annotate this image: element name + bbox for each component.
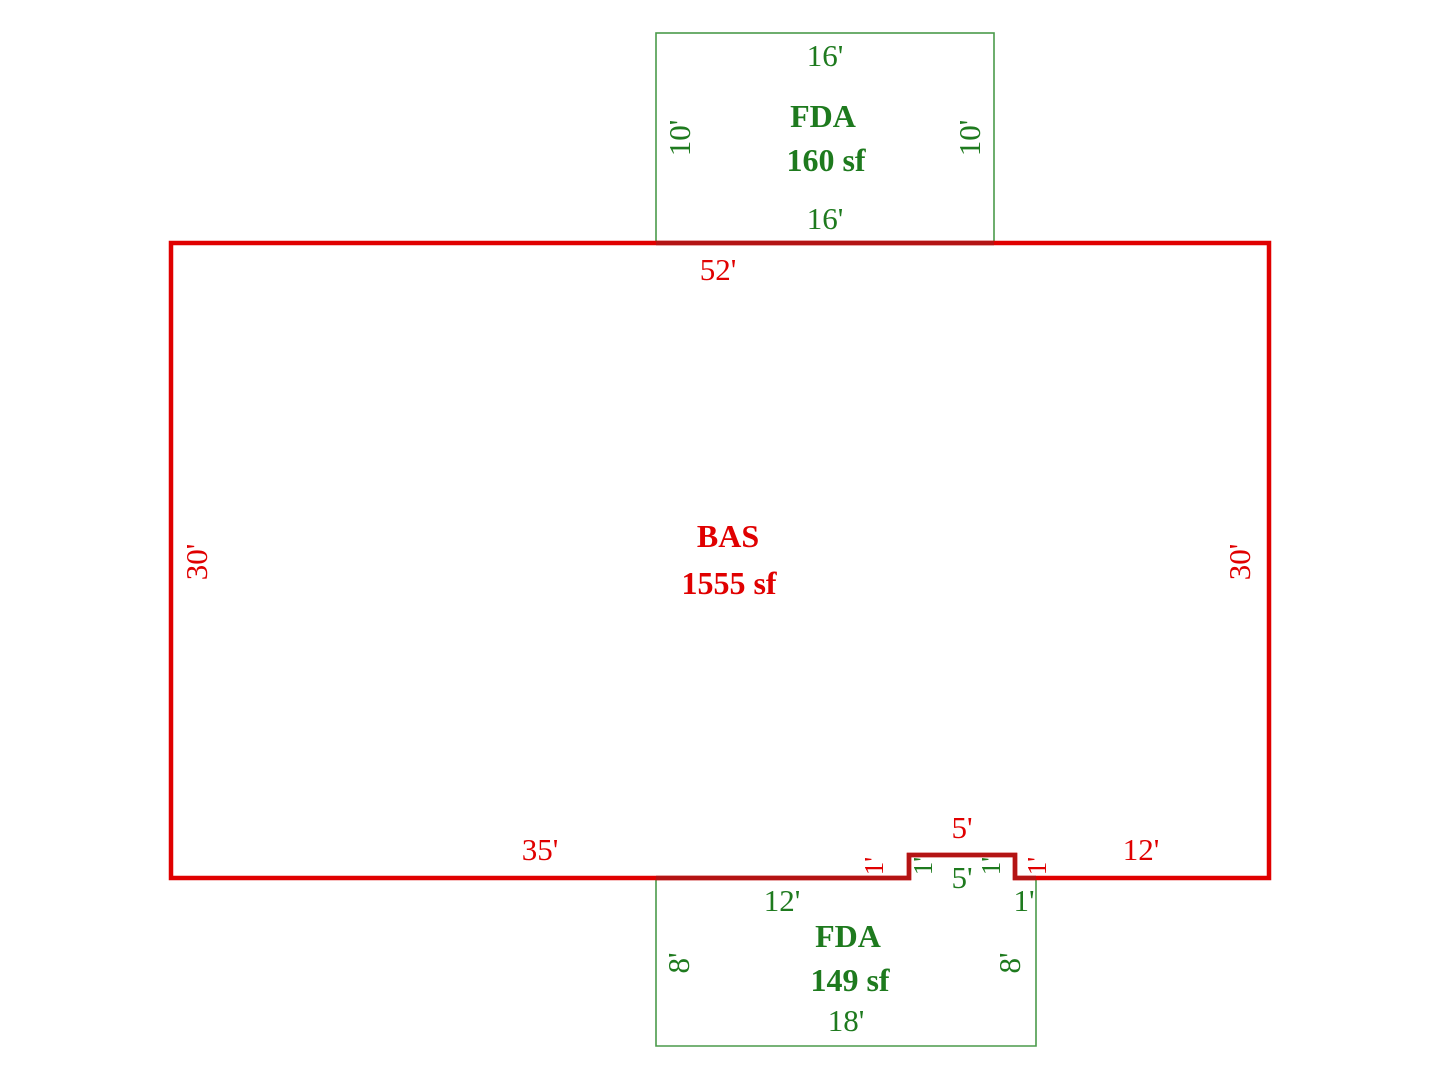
fda-bottom-dim-top-right: 1': [1013, 883, 1034, 918]
fda-bottom-dim-top-left: 12': [764, 883, 801, 918]
fda-bottom-dim-notch-left-rise: 1': [908, 857, 938, 875]
bas-area: 1555 sf: [681, 565, 776, 601]
fda-top-dim-left: 10': [662, 120, 697, 157]
fda-bottom-dim-notch-right-rise: 1': [976, 857, 1006, 875]
bas-code: BAS: [697, 518, 759, 554]
fda-bottom-outline: [655, 878, 1037, 1047]
bas-dim-bump-top: 5': [951, 810, 972, 845]
fda-bottom-dim-bottom: 18': [828, 1003, 865, 1038]
bas-dim-bump-left-rise: 1': [859, 857, 889, 875]
shared-edge-bottom: [656, 852, 1036, 881]
fda-bottom-dim-left: 8': [661, 952, 696, 973]
fda-top-code: FDA: [790, 98, 856, 134]
bas-dim-bump-right-rise: 1': [1022, 857, 1052, 875]
bas-dim-top: 52': [700, 252, 737, 287]
fda-top-dim-top: 16': [807, 38, 844, 73]
fda-bottom-area: 149 sf: [810, 962, 889, 998]
fda-top-area: 160 sf: [786, 142, 865, 178]
fda-top-dim-right: 10': [952, 120, 987, 157]
bas-dim-left: 30': [179, 544, 214, 581]
fda-bottom-dim-notch-bottom: 5': [951, 860, 972, 895]
bas-dim-right: 30': [1222, 544, 1257, 581]
bas-dim-bottom-left: 35': [522, 832, 559, 867]
bas-outline: [168, 240, 1272, 881]
bas-dim-bottom-right: 12': [1123, 832, 1160, 867]
fda-top-dim-bottom: 16': [807, 201, 844, 236]
fda-bottom-code: FDA: [815, 918, 881, 954]
fda-bottom-dim-right: 8': [992, 952, 1027, 973]
